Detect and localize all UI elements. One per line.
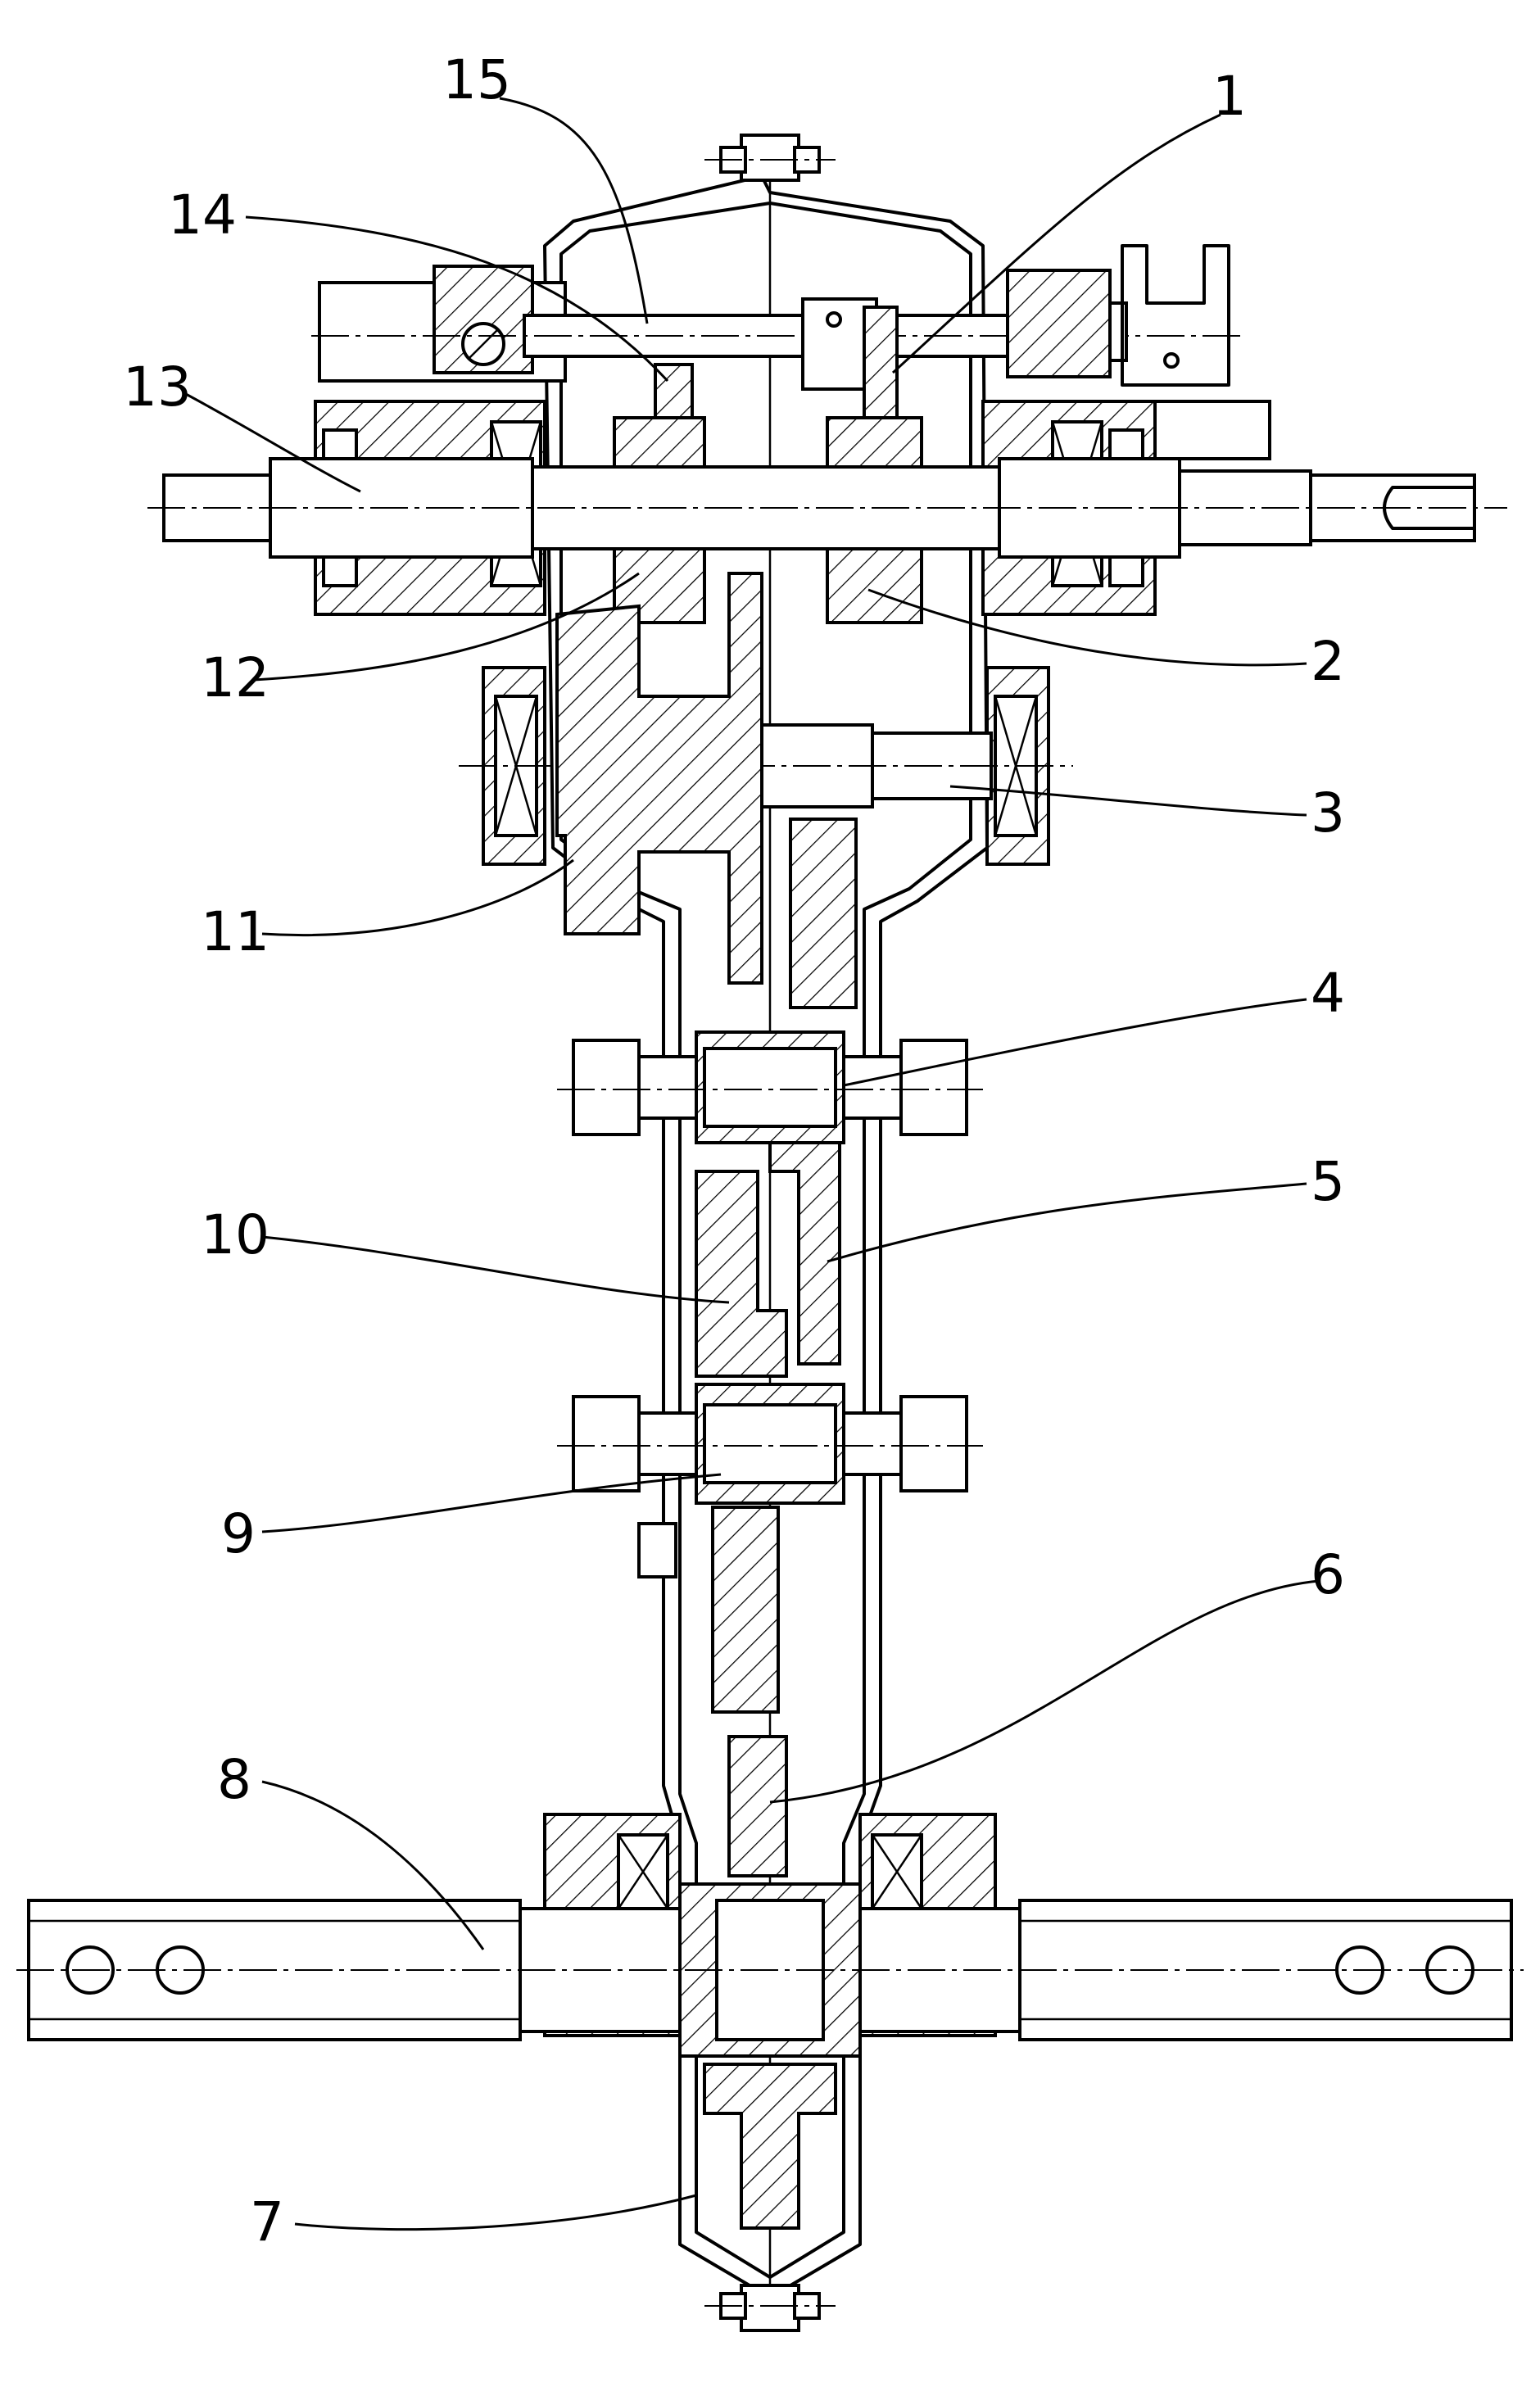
label-8: 8: [217, 1748, 251, 1811]
label-7: 7: [250, 2190, 284, 2253]
shift-shaft-assembly: [311, 244, 1271, 481]
top-mounting-bolt: [704, 134, 836, 182]
label-1: 1: [1212, 65, 1247, 128]
gear-5-and-10: [695, 1141, 841, 1378]
label-2: 2: [1311, 630, 1345, 693]
leader-lines: [183, 97, 1320, 2231]
label-6: 6: [1311, 1543, 1345, 1606]
label-4: 4: [1311, 962, 1345, 1025]
shaft-9-assembly: [557, 1383, 983, 1578]
label-5: 5: [1311, 1150, 1345, 1213]
label-10: 10: [201, 1203, 270, 1266]
input-shaft-assembly: [147, 400, 1507, 616]
output-shaft-assembly: [16, 1813, 1524, 2058]
label-3: 3: [1311, 781, 1345, 845]
label-9: 9: [221, 1502, 256, 1565]
reference-labels: 15 1 14 13 12 2 3 11 4 5 10 9 6 8 7: [123, 48, 1345, 2253]
input-shaft-gears: [613, 416, 923, 624]
bottom-mounting-bolt: [704, 2284, 836, 2332]
intermediate-shaft-assembly: [459, 572, 1073, 1009]
label-15: 15: [442, 48, 511, 111]
shaft-4-assembly: [557, 1030, 983, 1144]
gear-7: [703, 2063, 837, 2230]
gear-6: [711, 1506, 788, 1877]
label-12: 12: [201, 646, 270, 709]
label-13: 13: [123, 356, 192, 419]
label-11: 11: [201, 900, 270, 963]
label-14: 14: [168, 183, 237, 247]
